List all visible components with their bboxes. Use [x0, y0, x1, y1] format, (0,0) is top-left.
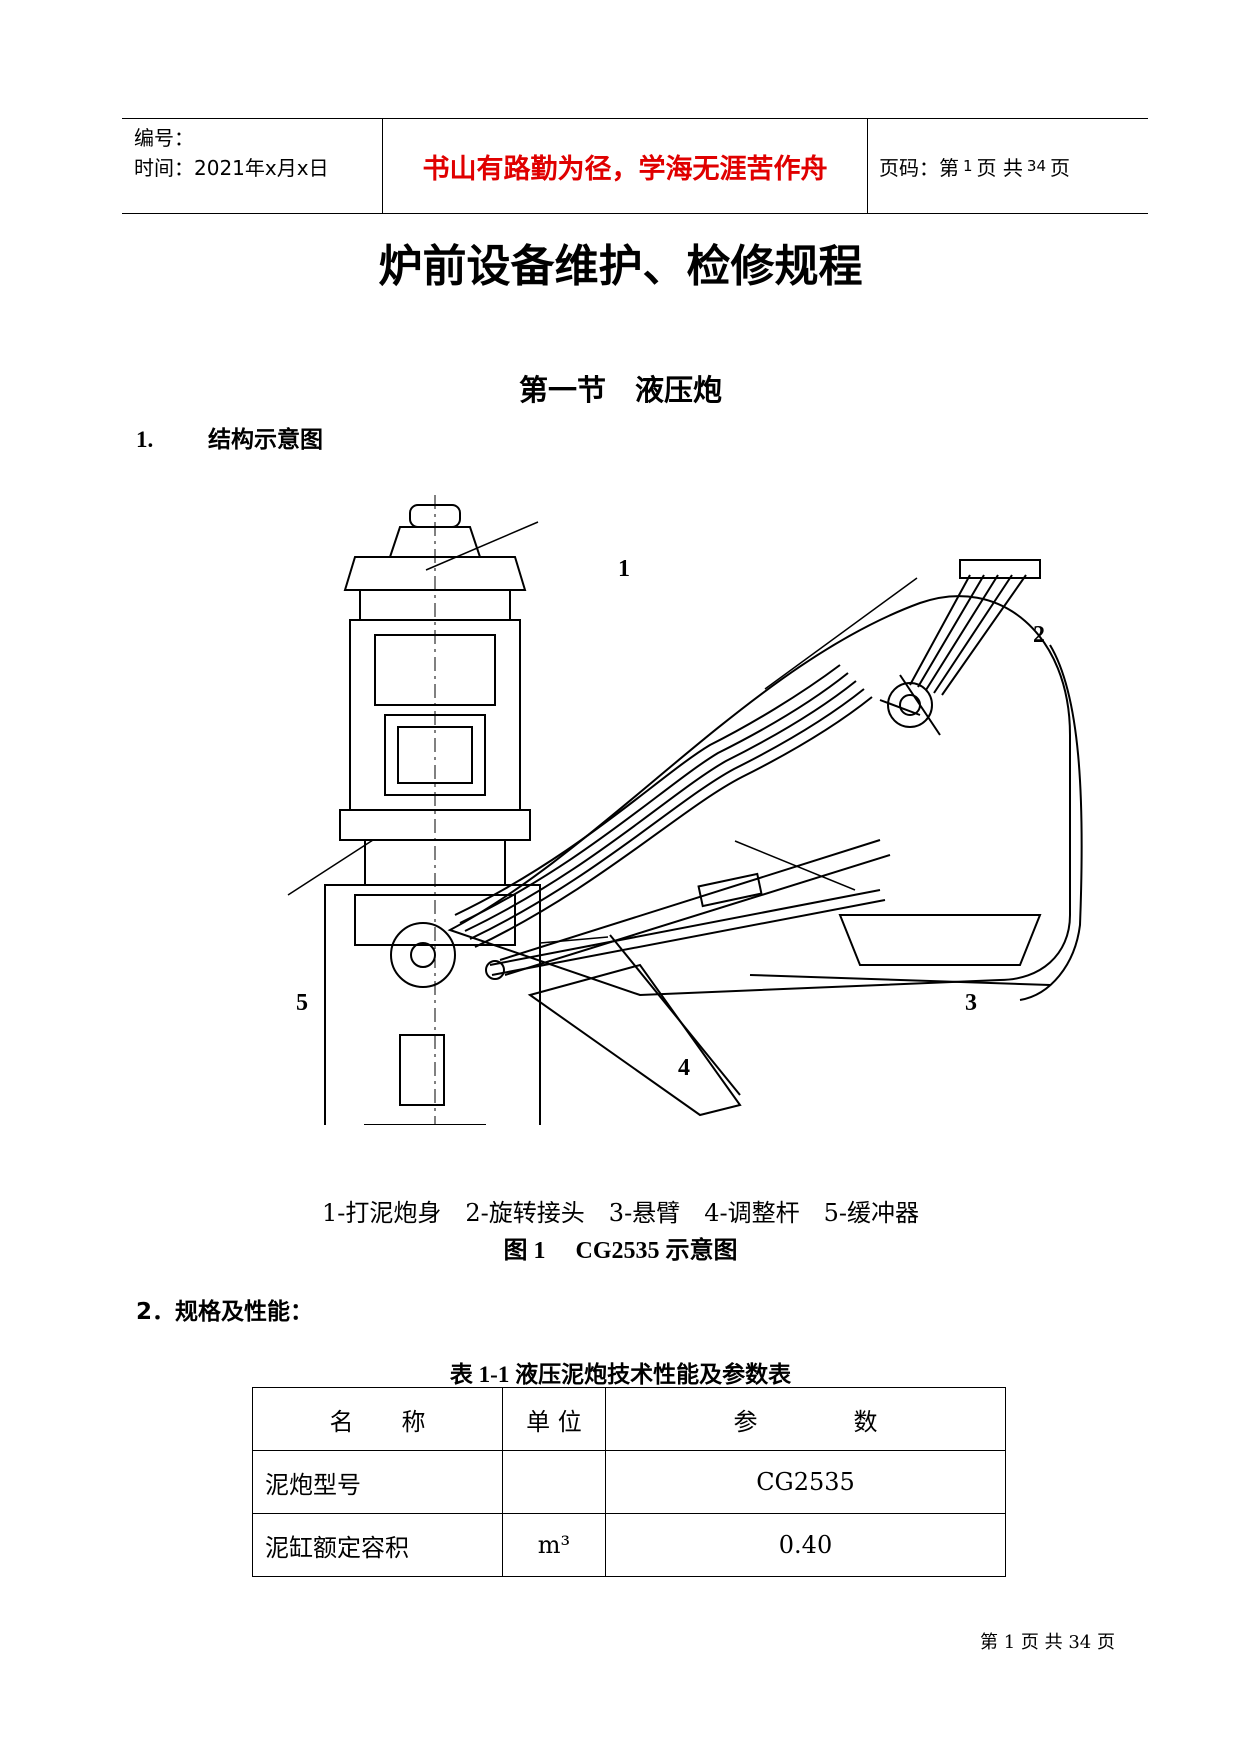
callout-label-5: 5 [296, 990, 308, 1016]
figure-caption: 图 1 CG2535 示意图 [503, 1238, 738, 1264]
callout-label-3: 3 [965, 990, 977, 1016]
mud-gun-diagram [287, 495, 1083, 1125]
adjusting-rod [485, 872, 886, 1096]
callout-label-2: 2 [1033, 622, 1045, 648]
header-meta: 编号： 时间：2021年x月x日 [122, 119, 394, 217]
header-name: 名 称 [252, 1387, 503, 1451]
header-unit: 单 位 [502, 1387, 606, 1451]
page-current: 1 [963, 157, 973, 175]
header-motto: 书山有路勤为径，学海无涯苦作舟 [382, 119, 868, 213]
time-label: 时间：2021年x月x日 [134, 156, 329, 180]
cell-value: CG2535 [605, 1450, 1006, 1514]
document-header: 编号： 时间：2021年x月x日 书山有路勤为径，学海无涯苦作舟 页码：第 1 … [122, 118, 1148, 214]
table-caption: 表 1-1 液压泥炮技术性能及参数表 [449, 1362, 792, 1387]
page-mid: 页 共 [976, 155, 1023, 180]
legend-item: 4-调整杆 [704, 1199, 800, 1227]
page-total: 34 [1026, 157, 1046, 175]
cell-value: 0.40 [605, 1513, 1006, 1577]
page-suffix: 页 [1050, 155, 1070, 180]
rotary-joint [879, 559, 1041, 736]
header-value: 参 数 [605, 1387, 1006, 1451]
legend-item: 2-旋转接头 [465, 1199, 585, 1227]
figure-legend: 1-打泥炮身 2-旋转接头 3-悬臂 4-调整杆 5-缓冲器 [0, 1193, 1241, 1228]
legend-item: 5-缓冲器 [823, 1199, 919, 1227]
page-footer: 第 1 页 共 34 页 [980, 1632, 1115, 1653]
page-prefix: 页码：第 [879, 155, 959, 180]
cell-name: 泥炮型号 [252, 1450, 503, 1514]
spec-table: 名 称 单 位 参 数 泥炮型号 CG2535 泥缸额定容积 m³ 0.40 [252, 1387, 1006, 1577]
callout-label-1: 1 [618, 556, 630, 582]
number-label: 编号： [134, 126, 194, 150]
item-text: 结构示意图 [208, 427, 323, 453]
table-row: 泥炮型号 CG2535 [252, 1450, 1006, 1514]
cell-name: 泥缸额定容积 [252, 1513, 503, 1577]
legend-item: 3-悬臂 [608, 1199, 681, 1227]
item-heading-1: 1. 结构示意图 [136, 420, 323, 454]
hydraulic-hoses [454, 664, 873, 948]
callout-label-4: 4 [678, 1055, 690, 1081]
header-page-info: 页码：第 1 页 共 34 页 [867, 119, 1159, 213]
item-heading-2: 2．规格及性能： [136, 1299, 314, 1325]
cell-unit [502, 1450, 606, 1514]
item-number: 1. [136, 427, 154, 452]
gun-body [324, 495, 541, 1125]
document-title: 炉前设备维护、检修规程 [378, 241, 863, 292]
table-header-row: 名 称 单 位 参 数 [252, 1387, 1006, 1451]
table-row: 泥缸额定容积 m³ 0.40 [252, 1513, 1006, 1577]
legend-item: 1-打泥炮身 [322, 1199, 442, 1227]
boom-arm [447, 595, 1083, 1117]
section-title: 第一节 液压炮 [518, 373, 722, 407]
cell-unit: m³ [502, 1513, 606, 1577]
